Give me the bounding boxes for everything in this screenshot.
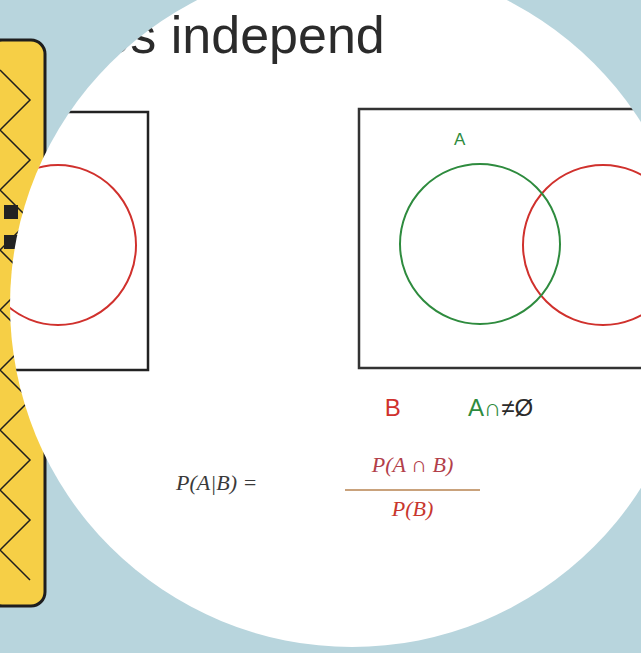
venn-set: A (398, 126, 562, 326)
set-label: A (454, 130, 465, 150)
set-symbol: B (385, 394, 401, 422)
lens-circle: Antos independA∩ B ≠Ø P(A|B) = P(A ∩ B) P(B) (10, 0, 641, 647)
set-outline (398, 126, 562, 326)
formula-term: P(A|B) = (176, 470, 257, 495)
set-symbol: A∩ (468, 394, 501, 422)
fraction-denominator: P(B) (392, 496, 434, 521)
slide-title: ntos independ (58, 6, 385, 66)
fraction-numerator: P(A ∩ B) (372, 452, 453, 477)
set-symbol: ≠Ø (501, 394, 533, 422)
venn-illustration (10, 0, 641, 647)
